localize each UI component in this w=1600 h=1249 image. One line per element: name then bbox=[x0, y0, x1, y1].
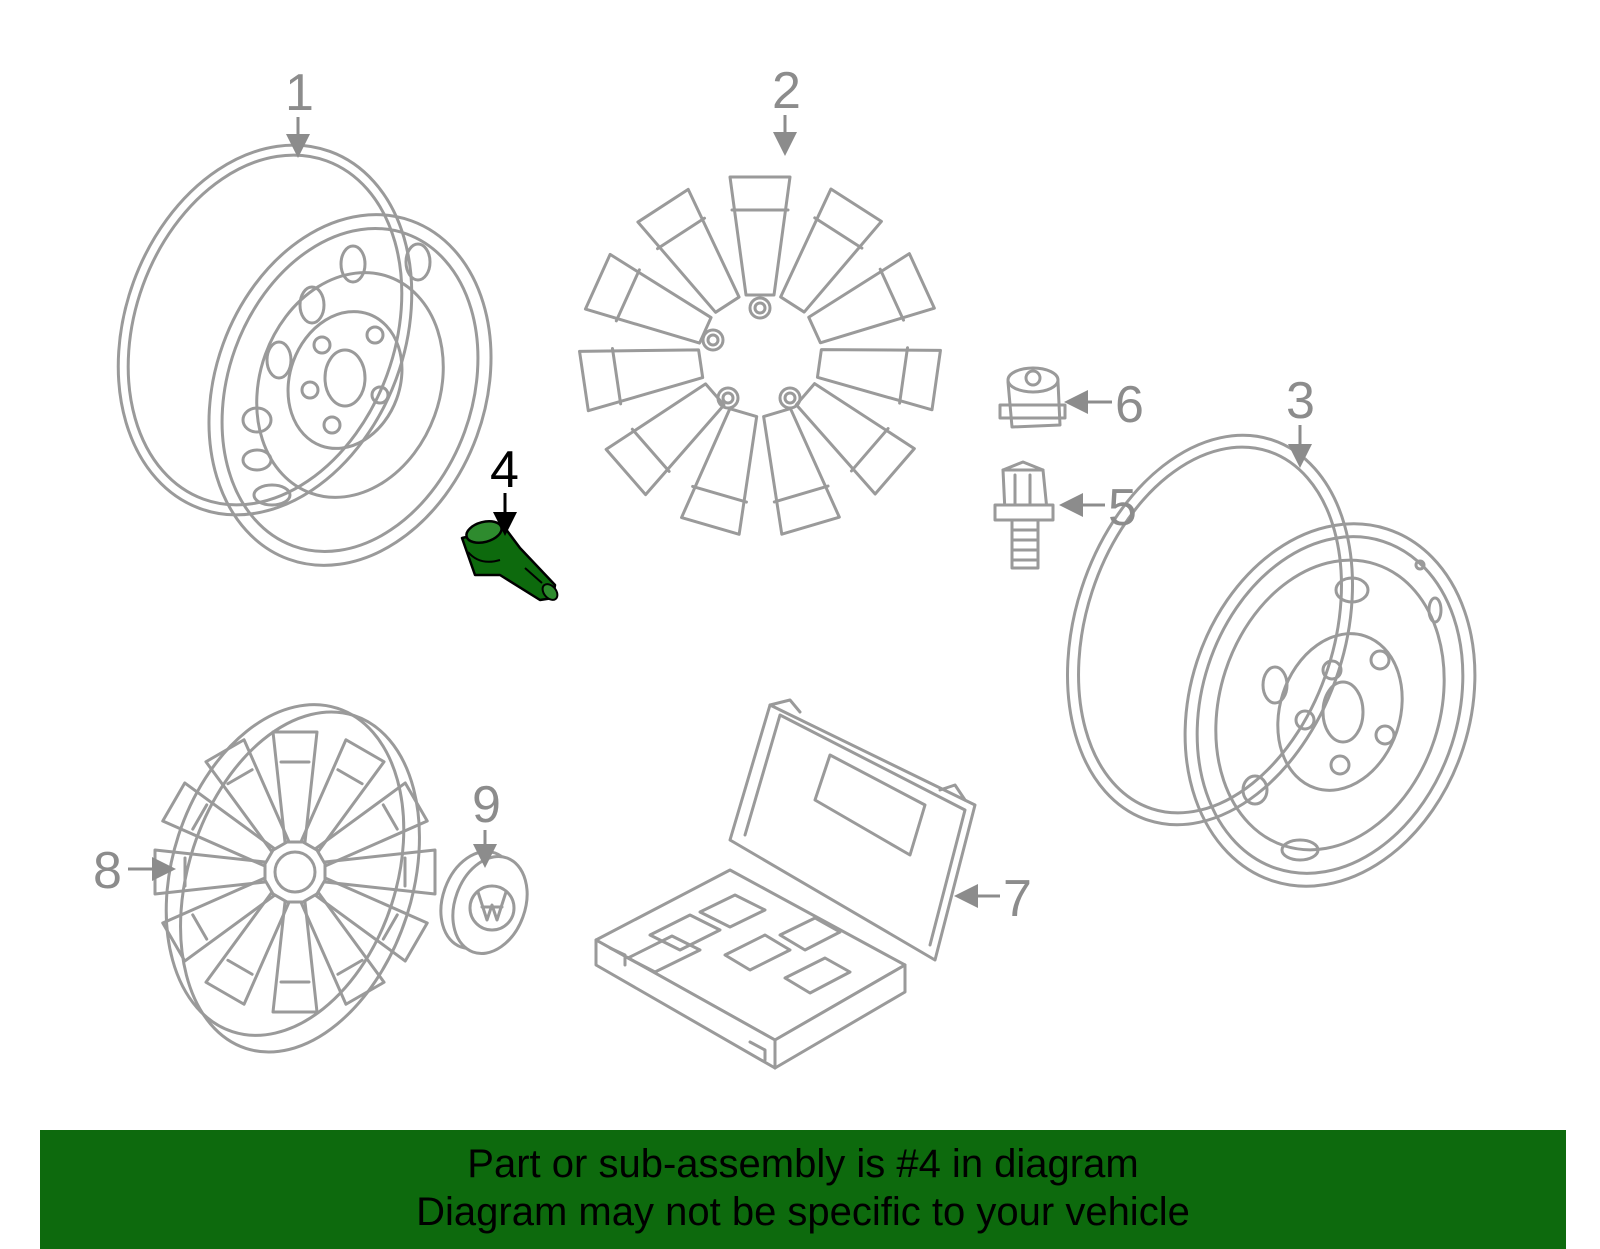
vw-logo bbox=[476, 890, 508, 922]
wheel-bolt-part-5 bbox=[993, 460, 1055, 570]
steel-wheel-part-1 bbox=[116, 143, 493, 567]
callout-6: 6 bbox=[1115, 376, 1144, 434]
callout-3: 3 bbox=[1286, 372, 1315, 430]
parts-diagram: 1 2 3 4 5 6 7 8 9 bbox=[93, 62, 1477, 1070]
callout-5: 5 bbox=[1108, 479, 1137, 537]
storage-case-part-7 bbox=[594, 698, 977, 1070]
info-banner: Part or sub-assembly is #4 in diagram Di… bbox=[40, 1130, 1566, 1249]
callout-1: 1 bbox=[285, 64, 314, 122]
callout-2: 2 bbox=[772, 62, 801, 120]
center-cap-part-9 bbox=[439, 850, 529, 955]
banner-line-part-number: Part or sub-assembly is #4 in diagram bbox=[467, 1142, 1139, 1186]
banner-line-disclaimer: Diagram may not be specific to your vehi… bbox=[416, 1190, 1190, 1234]
valve-stem-part-4[interactable] bbox=[460, 518, 560, 603]
locking-bolt-part-6 bbox=[998, 366, 1067, 429]
callout-4: 4 bbox=[490, 441, 519, 499]
wheel-cover-part-8 bbox=[153, 703, 437, 1054]
callout-7: 7 bbox=[1003, 870, 1032, 928]
callout-8: 8 bbox=[93, 842, 122, 900]
steel-wheel-part-3 bbox=[1066, 433, 1477, 888]
callout-9: 9 bbox=[472, 776, 501, 834]
alloy-wheel-part-2 bbox=[578, 175, 942, 536]
